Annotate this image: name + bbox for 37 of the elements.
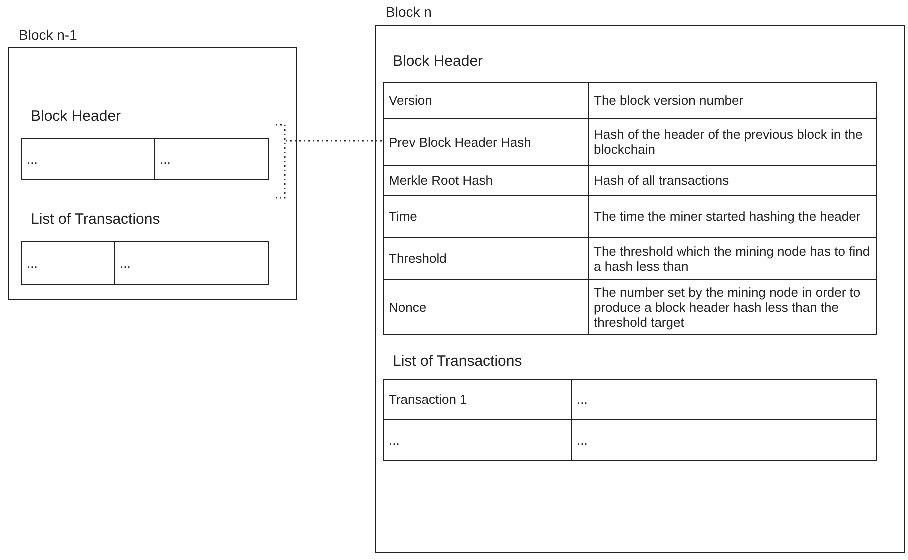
table-cell: Version [384,83,589,118]
section-heading: Block Header [31,108,122,125]
table-row [383,118,877,166]
table-cell-text: ... [576,432,589,450]
section-heading: List of Transactions [393,353,522,370]
table-cell: ... [384,420,572,460]
table-cell-text: ... [119,254,132,272]
table-row [383,379,877,420]
table-row [383,82,877,119]
table-cell-text: The number set by the mining node in order to produce a block header hash less than the threshold target [593,284,862,332]
table-row [383,279,877,335]
table-cell: ... [22,242,115,284]
section-heading: Block Header [393,53,484,70]
table-row [21,241,269,285]
table-row [383,165,877,196]
block-title: Block n [386,4,432,20]
table-cell: Merkle Root Hash [384,166,589,195]
table-cell-text: ... [576,391,589,409]
table-cell-text: Hash of all transactions [593,172,730,190]
table-cell: Nonce [384,280,589,334]
table-row [383,195,877,238]
table-row [383,419,877,461]
table-cell: Transaction 1 [384,380,572,419]
table-cell-text: ... [159,150,172,168]
table-cell-text: The threshold which the mining node has to find a hash less than [593,242,872,276]
table-row [383,237,877,280]
section-heading: List of Transactions [31,211,160,228]
table-cell: ... [22,139,155,179]
table-cell: Time [384,196,589,237]
table-cell-text: The block version number [593,92,745,110]
dotted-connector [286,140,382,142]
table-cell: Threshold [384,238,589,279]
table-cell-text: The time the miner started hashing the header [593,208,862,226]
table-cell: Prev Block Header Hash [384,119,589,165]
table-cell-text: Hash of the header of the previous block in the blockchain [593,126,864,159]
table-row [21,138,269,180]
block-title: Block n-1 [19,27,78,43]
